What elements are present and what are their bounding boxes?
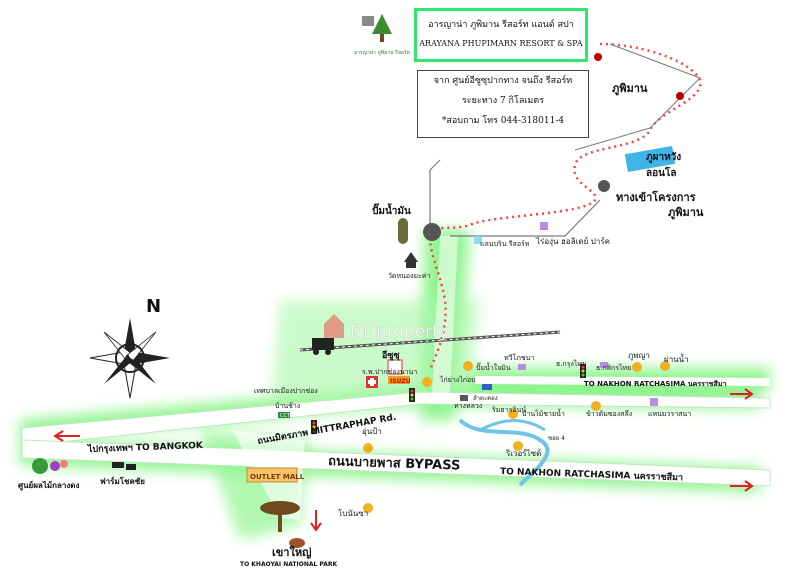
label-municipal: เทศบาลเมืองปากช่อง <box>254 387 318 395</box>
label-to-khaoyai: TO KHAOYAI NATIONAL PARK <box>240 561 338 568</box>
logo-caption: อารญาน่า ภูพิมาน รีสอร์ท <box>354 49 410 56</box>
info-line-1: จาก ศูนย์อีซูซุปากทาง จนถึง รีสอร์ท <box>433 76 573 86</box>
label-lakeside: แลนบริน รีสอร์ท <box>480 240 530 248</box>
label-to-korat-top: TO NAKHON RATCHASIMA นครราชสีมา <box>584 380 726 388</box>
label-phupaya: ภูพญา <box>628 351 650 361</box>
watermark: DDproperty <box>350 322 449 342</box>
label-chaokom: ข้าวต้มซองสลึง <box>586 409 632 418</box>
direction-arrows <box>53 388 754 532</box>
roundabout <box>423 223 441 241</box>
label-lonlo: ลอนโล <box>646 166 676 179</box>
resort-name-english: ARAYANA PHUPIMARN RESORT & SPA <box>419 39 583 48</box>
phupiman-marker <box>676 92 684 100</box>
label-phupawang: ภูผาหวัง <box>646 151 681 164</box>
isuzu-icon <box>387 359 410 384</box>
label-bannongsa: โบนันซา <box>338 508 368 518</box>
label-entrance-1: ทางเข้าโครงการ <box>616 190 696 204</box>
info-line-3: *สอบถาม โทร 044-318011-4 <box>441 116 565 126</box>
label-vineyard: ไร่องุ่น ฮอลิเดย์ ปาร์ค <box>535 236 610 246</box>
label-river-side: ริเวอร์ไซด์ <box>505 448 541 458</box>
traffic-light-icon <box>311 364 586 434</box>
label-outlet: OUTLET MALL <box>250 473 305 481</box>
label-lamtakhong: ลำตะคอง <box>473 395 498 402</box>
label-khaoyai: เขาใหญ่ <box>272 545 311 559</box>
temple-icon <box>404 252 418 268</box>
label-kaiyang: ไก่ย่างไก่อบ <box>439 375 476 384</box>
label-bypass: ถนนบายพาส BYPASS <box>328 454 461 474</box>
building-icons <box>278 222 658 418</box>
label-isuzu: อีซูซุ <box>381 350 399 361</box>
label-phupiman: ภูพิมาน <box>612 82 648 96</box>
label-fruit-center: ศูนย์ผลไม้กลางดง <box>18 480 79 491</box>
cow-icon <box>112 462 136 470</box>
outlet-mall-box <box>246 467 298 483</box>
label-aungpa: อุ่นป้า <box>362 427 382 436</box>
label-isuzu-logo: ISUZU <box>390 378 411 385</box>
hospital-icon <box>366 376 378 388</box>
label-hospital: ร.พ.ปากช่องนานา <box>362 368 417 376</box>
label-bank-ks: ธ.กสิกรไทย <box>596 363 631 372</box>
fruit-icon <box>32 458 68 474</box>
label-entrance-2: ภูพิมาน <box>668 206 704 220</box>
directions-info-box: จาก ศูนย์อีซูซุปากทาง จนถึง รีสอร์ท ระยะ… <box>417 70 589 138</box>
compass-icon <box>89 318 170 399</box>
resort-marker <box>594 53 602 61</box>
label-bank-ktb: ธ.กรุงไทย <box>556 359 586 368</box>
label-temple: วัดหนองมะค่า <box>388 272 431 280</box>
elephant-icon <box>289 538 305 548</box>
label-ban-chang: บ้านช้าง <box>275 402 300 410</box>
info-line-2: ระยะทาง 7 กิโลเมตร <box>461 96 545 106</box>
lake-icon <box>624 145 676 173</box>
resort-name-box: อารญาน่า ภูพิมาน รีสอร์ท แอนด์ สปา ARAYA… <box>414 8 588 62</box>
tree-icon <box>260 501 300 532</box>
label-kitchen: แหนมวราสนา <box>648 410 691 418</box>
route-dotted <box>428 42 702 371</box>
restaurant-icons <box>363 361 670 513</box>
resort-name-thai: อารญาน่า ภูพิมาน รีสอร์ท แอนด์ สปา <box>428 20 574 30</box>
label-gas-station: ปั๊มน้ำมัน <box>372 203 411 217</box>
label-soi4: ซอย 4 <box>548 435 565 442</box>
railway <box>299 330 561 352</box>
gas-station-icon <box>398 218 408 244</box>
label-farm: ฟาร์มโชคชัย <box>100 476 145 486</box>
label-nam-nao: ผ่านน้ำ <box>664 353 689 364</box>
label-riverside-inn: ริมธารอินน์ <box>492 406 527 414</box>
label-tawee: ทวีโภชนา <box>504 353 534 362</box>
resort-logo: อารญาน่า ภูพิมาน รีสอร์ท <box>352 10 412 60</box>
label-rapeeporn: ปั๊มน้ำใจมิน <box>476 361 511 372</box>
compass-letter: N <box>146 296 161 317</box>
label-ban-rai: บ้านไม้ชายน้ำ <box>522 407 565 418</box>
label-tang-luang: ทางหลวง <box>454 402 482 410</box>
label-cctv: CCTV <box>280 413 294 419</box>
watermark-icon <box>324 314 344 338</box>
train-icon <box>312 338 334 355</box>
